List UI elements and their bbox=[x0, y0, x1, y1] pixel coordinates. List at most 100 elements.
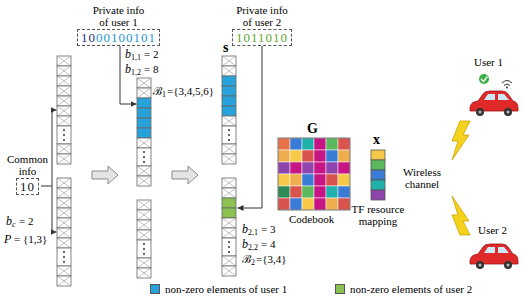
ellipsis-dot bbox=[228, 129, 230, 131]
vector-cell bbox=[222, 238, 236, 256]
codebook-cell bbox=[326, 138, 338, 150]
vector-cell bbox=[57, 154, 71, 164]
vector-cell bbox=[137, 148, 151, 166]
codebook-cell bbox=[338, 150, 350, 162]
ellipsis-dot bbox=[143, 161, 145, 163]
lightning-bolt bbox=[452, 196, 470, 235]
vector-cell bbox=[57, 198, 71, 208]
bit-string: 10 bbox=[81, 30, 96, 45]
vector-cell bbox=[137, 220, 151, 230]
codebook-cell bbox=[278, 198, 290, 210]
codebook-cell bbox=[278, 162, 290, 174]
ellipsis-dot bbox=[143, 248, 145, 250]
codebook-cell bbox=[278, 174, 290, 186]
vector-cell bbox=[57, 218, 71, 228]
signal-cell bbox=[371, 180, 385, 190]
vector-cell bbox=[137, 128, 151, 138]
vector-cell bbox=[57, 238, 71, 248]
codebook-cell bbox=[326, 174, 338, 186]
vector-cell bbox=[222, 266, 236, 276]
vector-cell bbox=[57, 96, 71, 106]
vector-cell bbox=[222, 218, 236, 228]
legend-text: non-zero elements of user 1 bbox=[165, 283, 287, 295]
math-expression: = {1,3} bbox=[14, 232, 47, 246]
user-label: User 1 bbox=[474, 56, 503, 68]
caption: Wireless channel bbox=[396, 166, 448, 190]
vector-label: x bbox=[373, 132, 380, 148]
legend-text: non-zero elements of user 2 bbox=[350, 283, 472, 295]
vector-cell bbox=[137, 200, 151, 210]
codebook-cell bbox=[314, 174, 326, 186]
vector-cell bbox=[137, 258, 151, 268]
vector-cell bbox=[137, 210, 151, 220]
ellipsis-dot bbox=[143, 243, 145, 245]
subscript: 2,2 bbox=[248, 243, 258, 252]
vector-cell bbox=[222, 66, 236, 76]
vector-cell bbox=[57, 198, 71, 208]
bit-string-box: Common info10 bbox=[16, 178, 39, 195]
vector-cell bbox=[222, 66, 236, 76]
vector-cell bbox=[57, 238, 71, 248]
vector-cell bbox=[137, 78, 151, 88]
vector-cell bbox=[57, 76, 71, 86]
vector-cell bbox=[57, 116, 71, 126]
vector-cell bbox=[137, 138, 151, 148]
info-heading: Private info of user 2 bbox=[231, 4, 293, 28]
vector-cell bbox=[222, 154, 236, 164]
car-icon bbox=[470, 244, 518, 269]
codebook-cell bbox=[338, 162, 350, 174]
vector-cell bbox=[222, 144, 236, 154]
vector-cell bbox=[222, 218, 236, 228]
bit-string: 10 bbox=[20, 179, 35, 194]
check-icon bbox=[481, 77, 488, 82]
vector-cell bbox=[57, 106, 71, 116]
math-expression: = 3 bbox=[261, 222, 275, 236]
vector-cell bbox=[222, 178, 236, 188]
math-symbol: ℬ bbox=[242, 252, 251, 266]
ellipsis-dot bbox=[63, 251, 65, 253]
info-heading: Common info bbox=[5, 153, 51, 177]
vector-cell bbox=[57, 86, 71, 96]
ellipsis-dot bbox=[143, 156, 145, 158]
codebook-cell bbox=[338, 174, 350, 186]
vector-cell bbox=[57, 66, 71, 76]
car-icon bbox=[470, 91, 518, 116]
codebook-cell bbox=[290, 162, 302, 174]
vector-cell bbox=[222, 256, 236, 266]
vector-cell bbox=[57, 144, 71, 154]
codebook-cell bbox=[326, 162, 338, 174]
subscript: 2 bbox=[251, 258, 255, 267]
ellipsis-dot bbox=[228, 246, 230, 248]
info-heading: Private info of user 1 bbox=[88, 4, 150, 28]
codebook-matrix bbox=[278, 138, 350, 210]
vector-cell bbox=[57, 208, 71, 218]
codebook-cell bbox=[314, 186, 326, 198]
codebook-cell bbox=[326, 198, 338, 210]
wifi-icon bbox=[502, 81, 512, 86]
caption: Codebook bbox=[289, 213, 334, 225]
math-expression: = 4 bbox=[261, 237, 275, 251]
vector-cell bbox=[57, 66, 71, 76]
vector-cell bbox=[137, 78, 151, 88]
math-symbol: b bbox=[242, 222, 248, 236]
vector-cell bbox=[137, 268, 151, 278]
vector-cell bbox=[57, 266, 71, 276]
math-symbol: b bbox=[125, 47, 131, 61]
vector-cell bbox=[222, 154, 236, 164]
math-expression: = 2 bbox=[144, 47, 158, 61]
signal-cell bbox=[371, 160, 385, 170]
codebook-cell bbox=[314, 198, 326, 210]
ellipsis-dot bbox=[228, 134, 230, 136]
codebook-cell bbox=[326, 150, 338, 162]
math-expression: ={3,4} bbox=[256, 252, 287, 266]
vector-cell bbox=[137, 200, 151, 210]
codebook-cell bbox=[278, 138, 290, 150]
subscript: 1,2 bbox=[131, 68, 141, 77]
math-symbol: b bbox=[6, 214, 12, 228]
vector-cell bbox=[137, 176, 151, 186]
codebook-cell bbox=[302, 162, 314, 174]
vector-cell bbox=[57, 56, 71, 66]
codebook-cell bbox=[302, 198, 314, 210]
user-label: User 2 bbox=[478, 224, 507, 236]
